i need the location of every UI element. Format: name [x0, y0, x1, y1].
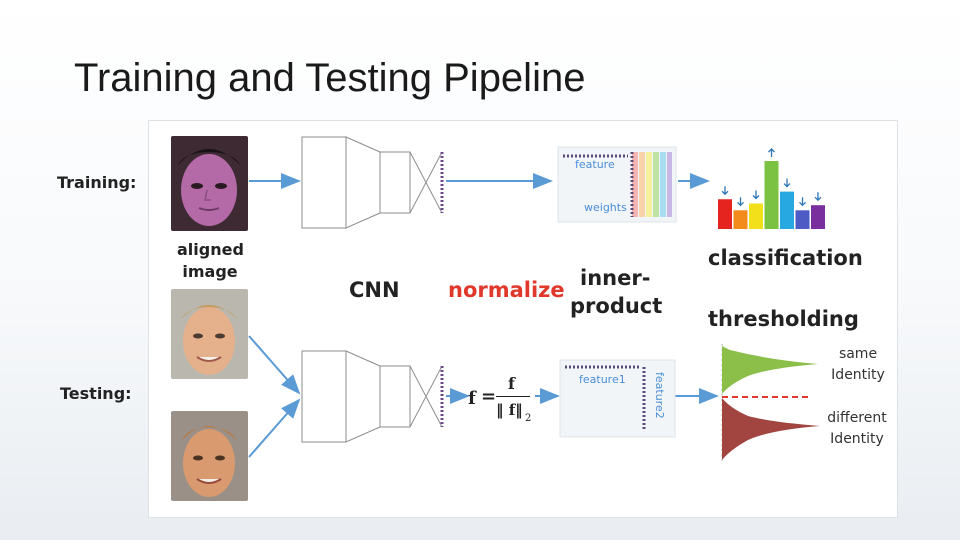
same-identity-distribution — [722, 346, 818, 394]
normalization-formula: f = f ‖ f‖ 2 — [468, 374, 538, 426]
same-line-2: Identity — [831, 367, 885, 383]
same-line-1: same — [838, 346, 878, 362]
feature-matrix-label: feature — [575, 158, 615, 171]
arrow-face1-to-cnn-testing — [248, 335, 301, 395]
arrow-face2-to-cnn-testing — [248, 398, 301, 458]
formula-numerator: f — [508, 374, 515, 393]
testing-label: Testing: — [60, 384, 132, 403]
thresholding-label: thresholding — [708, 307, 859, 331]
same-identity-label: same Identity — [826, 344, 890, 386]
bar-direction-arrow — [737, 197, 744, 207]
bar-direction-arrow — [768, 148, 775, 157]
inner-product-line-1: inner- — [580, 266, 651, 290]
classification-bar — [718, 199, 732, 229]
bar-direction-arrow — [721, 186, 729, 196]
classification-bar — [764, 161, 779, 229]
classification-bar — [749, 203, 763, 229]
formula-denominator: ‖ f‖ — [496, 401, 523, 419]
testing-face-image-2 — [171, 411, 248, 501]
different-line-2: Identity — [830, 431, 884, 447]
inner-product-label: inner- product — [570, 264, 662, 320]
different-identity-label: different Identity — [822, 408, 892, 450]
caption-line-2: image — [182, 262, 238, 281]
feature1-label: feature1 — [579, 373, 626, 386]
bar-direction-arrow — [799, 197, 806, 207]
caption-line-1: aligned — [177, 240, 244, 259]
training-face-image — [171, 136, 248, 231]
bar-direction-arrow — [752, 190, 760, 200]
slide-title: Training and Testing Pipeline — [74, 56, 586, 100]
formula-subscript: 2 — [525, 413, 532, 424]
inner-product-line-2: product — [570, 294, 663, 318]
aligned-image-caption: aligned image — [177, 239, 244, 283]
cnn-testing-block — [301, 350, 444, 443]
cnn-training-block — [301, 136, 444, 229]
fraction-bar — [496, 396, 530, 397]
cnn-label: CNN — [349, 278, 400, 302]
training-label: Training: — [57, 173, 137, 192]
feature-weights-matrix — [557, 146, 677, 223]
formula-lhs: f — [468, 388, 476, 409]
different-line-1: different — [827, 410, 887, 426]
feature-product-matrix — [559, 359, 676, 438]
bar-direction-arrow — [814, 192, 822, 202]
classification-bar — [795, 210, 810, 229]
normalize-label: normalize — [448, 278, 565, 302]
classification-label: classification — [708, 246, 863, 270]
weights-matrix-label: weights — [584, 201, 627, 214]
classification-bar-chart — [718, 148, 825, 229]
bar-direction-arrow — [783, 178, 791, 188]
identity-distributions — [721, 344, 820, 462]
classification-bar — [811, 205, 825, 229]
classification-bar — [780, 191, 794, 229]
formula-equals: = — [481, 386, 497, 407]
feature2-label: feature2 — [653, 372, 666, 419]
different-identity-distribution — [722, 398, 820, 460]
testing-face-image-1 — [171, 289, 248, 379]
classification-bar — [733, 210, 748, 229]
